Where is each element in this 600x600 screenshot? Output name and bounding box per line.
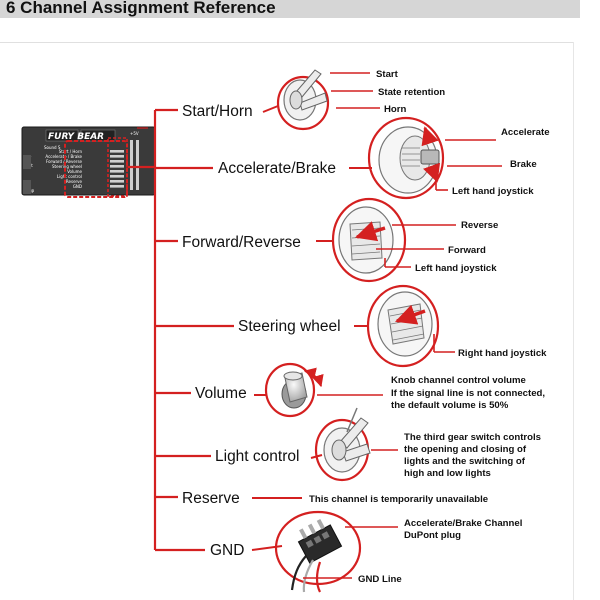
knob-icon	[264, 362, 324, 418]
divider-vertical	[573, 42, 574, 600]
channel-label-accelerate-brake: Accelerate/Brake	[218, 160, 336, 177]
connector-tree	[128, 108, 234, 552]
annotation-light-2: the opening and closing of	[404, 444, 527, 455]
dupont-plug-icon	[274, 510, 362, 593]
annotation-right-joystick: Right hand joystick	[458, 348, 547, 359]
receiver-board: FURY BEAR Sound S +5V 5V Bat ST RUP Star…	[21, 126, 156, 198]
annotation-light-3: lights and the switching of	[404, 456, 526, 467]
left-joystick-icon	[367, 116, 445, 200]
board-pin: Volume	[67, 169, 82, 174]
annotation-horn: Horn	[384, 104, 407, 115]
board-pin: Start / Horn	[59, 149, 83, 154]
annotation-volume-3: the default volume is 50%	[391, 400, 509, 411]
board-pin: Light control	[57, 174, 82, 179]
annotation-reverse: Reverse	[461, 220, 498, 231]
annotation-volume-1: Knob channel control volume	[391, 375, 526, 386]
channel-label-light-control: Light control	[215, 448, 299, 465]
page-title: 6 Channel Assignment Reference	[6, 0, 276, 17]
three-way-switch-icon	[314, 407, 371, 482]
board-logo: FURY BEAR	[48, 132, 104, 142]
annotation-left-joystick: Left hand joystick	[415, 263, 497, 274]
header-bar: 6 Channel Assignment Reference	[0, 0, 580, 18]
annotation-brake: Brake	[510, 159, 537, 170]
left-joystick-icon	[331, 197, 407, 283]
channel-label-start-horn: Start/Horn	[182, 103, 253, 120]
annotation-left-joystick: Left hand joystick	[452, 186, 534, 197]
annotation-state-retention: State retention	[378, 87, 445, 98]
annotation-forward: Forward	[448, 245, 486, 256]
annotation-accelerate: Accelerate	[501, 127, 550, 138]
annotation-gnd-line: GND Line	[358, 574, 402, 585]
annotation-volume-2: If the signal line is not connected,	[391, 388, 545, 399]
switch-icon	[276, 69, 330, 131]
annotation-light-1: The third gear switch controls	[404, 432, 541, 443]
channel-label-volume: Volume	[195, 385, 247, 402]
board-pin: GND	[73, 184, 82, 189]
annotation-plug-2: DuPont plug	[404, 530, 461, 541]
channel-label-gnd: GND	[210, 542, 244, 559]
board-subtitle: Sound S	[44, 145, 61, 150]
annotation-light-4: high and low lights	[404, 468, 491, 479]
board-pin: Accelerate / Brake	[45, 154, 82, 159]
board-volt: +5V	[130, 131, 139, 136]
divider	[0, 42, 573, 43]
board-pin-labels: Start / Horn Accelerate / Brake Forward …	[45, 149, 82, 189]
annotation-plug-1: Accelerate/Brake Channel	[404, 518, 522, 529]
channel-label-forward-reverse: Forward/Reverse	[182, 234, 301, 251]
board-pin: Forward / Reverse	[46, 159, 83, 164]
right-joystick-icon	[366, 284, 440, 368]
annotation-reserve: This channel is temporarily unavailable	[309, 494, 488, 505]
annotation-start: Start	[376, 69, 399, 80]
channel-label-reserve: Reserve	[182, 490, 240, 507]
board-pin: Steering wheel	[52, 164, 82, 169]
channel-label-steering-wheel: Steering wheel	[238, 318, 341, 335]
board-pin: Reserve	[66, 179, 83, 184]
